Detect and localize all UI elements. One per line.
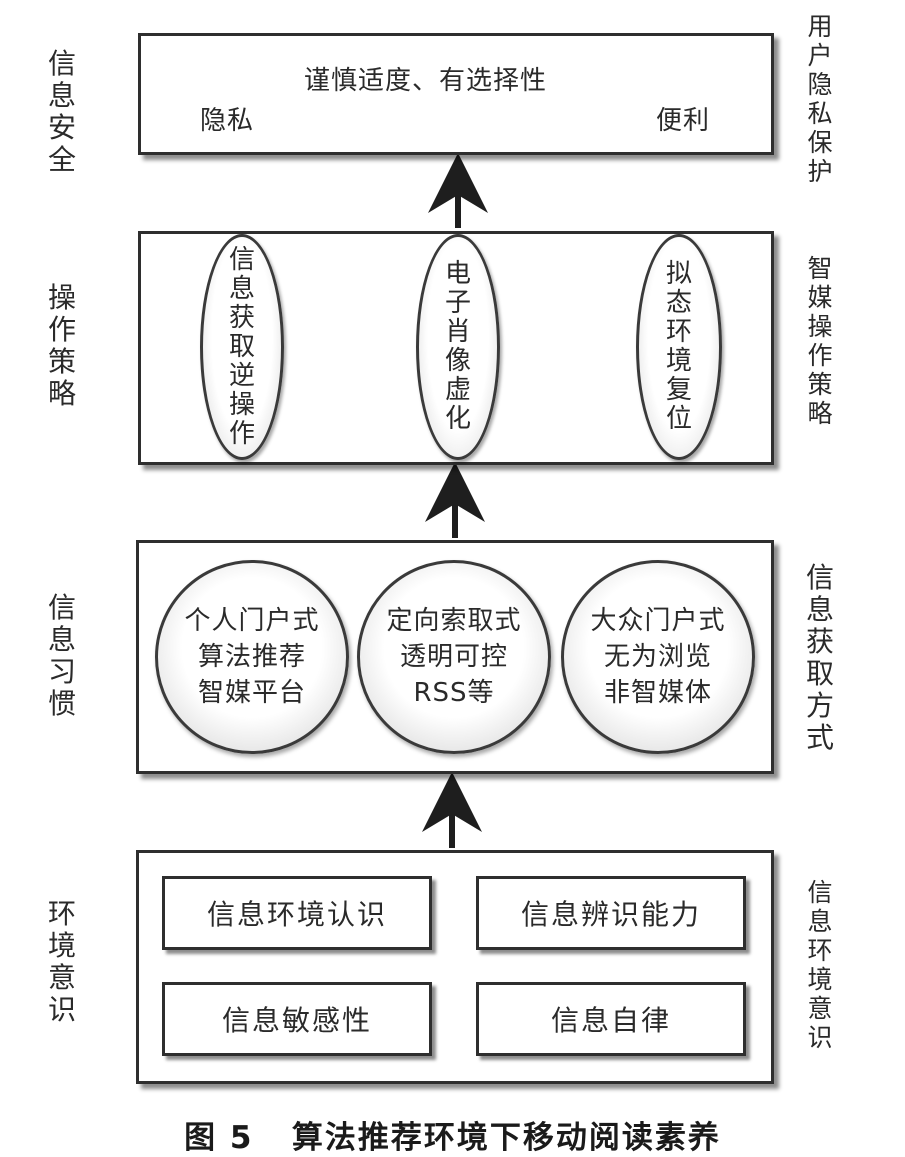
right-label-awareness: 信息环境意识 (807, 878, 833, 1052)
habit-circle-1-line-3: 智媒平台 (197, 678, 306, 708)
step-oval-1-text: 信息获取逆操作 (228, 244, 255, 449)
awareness-box-2: 信息辨识能力 (476, 876, 746, 950)
left-label-strategy: 操作策略 (47, 281, 76, 410)
right-label-strategy: 智媒操作策略 (807, 254, 833, 428)
awareness-box-3: 信息敏感性 (162, 982, 432, 1056)
security-panel (138, 33, 774, 155)
convenience-label: 便利 (656, 106, 711, 136)
privacy-label: 隐私 (200, 106, 255, 136)
step-oval-3: 拟态环境复位 (636, 234, 722, 460)
right-label-habit: 信息获取方式 (805, 561, 834, 754)
step-oval-3-text: 拟态环境复位 (665, 259, 692, 434)
habit-circle-2-line-3: RSS等 (413, 678, 495, 708)
habit-circle-2-line-2: 透明可控 (399, 642, 508, 672)
left-label-security: 信息安全 (47, 47, 76, 176)
habit-circle-1-line-1: 个人门户式 (184, 606, 320, 636)
awareness-box-4: 信息自律 (476, 982, 746, 1056)
security-top-text: 谨慎适度、有选择性 (304, 66, 548, 96)
habit-circle-3-line-1: 大众门户式 (590, 606, 726, 636)
step-oval-1: 信息获取逆操作 (200, 234, 284, 460)
left-label-awareness: 环境意识 (47, 897, 76, 1026)
habit-circle-3: 大众门户式 无为浏览 非智媒体 (561, 560, 755, 754)
habit-circle-2: 定向索取式 透明可控 RSS等 (357, 560, 551, 754)
right-label-security: 用户隐私保护 (807, 12, 833, 186)
habit-circle-1-line-2: 算法推荐 (197, 642, 306, 672)
step-oval-2-text: 电子肖像虚化 (444, 259, 471, 434)
figure-caption: 图 5 算法推荐环境下移动阅读素养 (184, 1120, 721, 1156)
habit-circle-3-line-2: 无为浏览 (603, 642, 712, 672)
awareness-box-1: 信息环境认识 (162, 876, 432, 950)
left-label-habit: 信息习惯 (47, 591, 76, 720)
step-oval-2: 电子肖像虚化 (416, 234, 500, 460)
habit-circle-1: 个人门户式 算法推荐 智媒平台 (155, 560, 349, 754)
habit-circle-3-line-3: 非智媒体 (603, 678, 712, 708)
habit-circle-2-line-1: 定向索取式 (386, 606, 522, 636)
